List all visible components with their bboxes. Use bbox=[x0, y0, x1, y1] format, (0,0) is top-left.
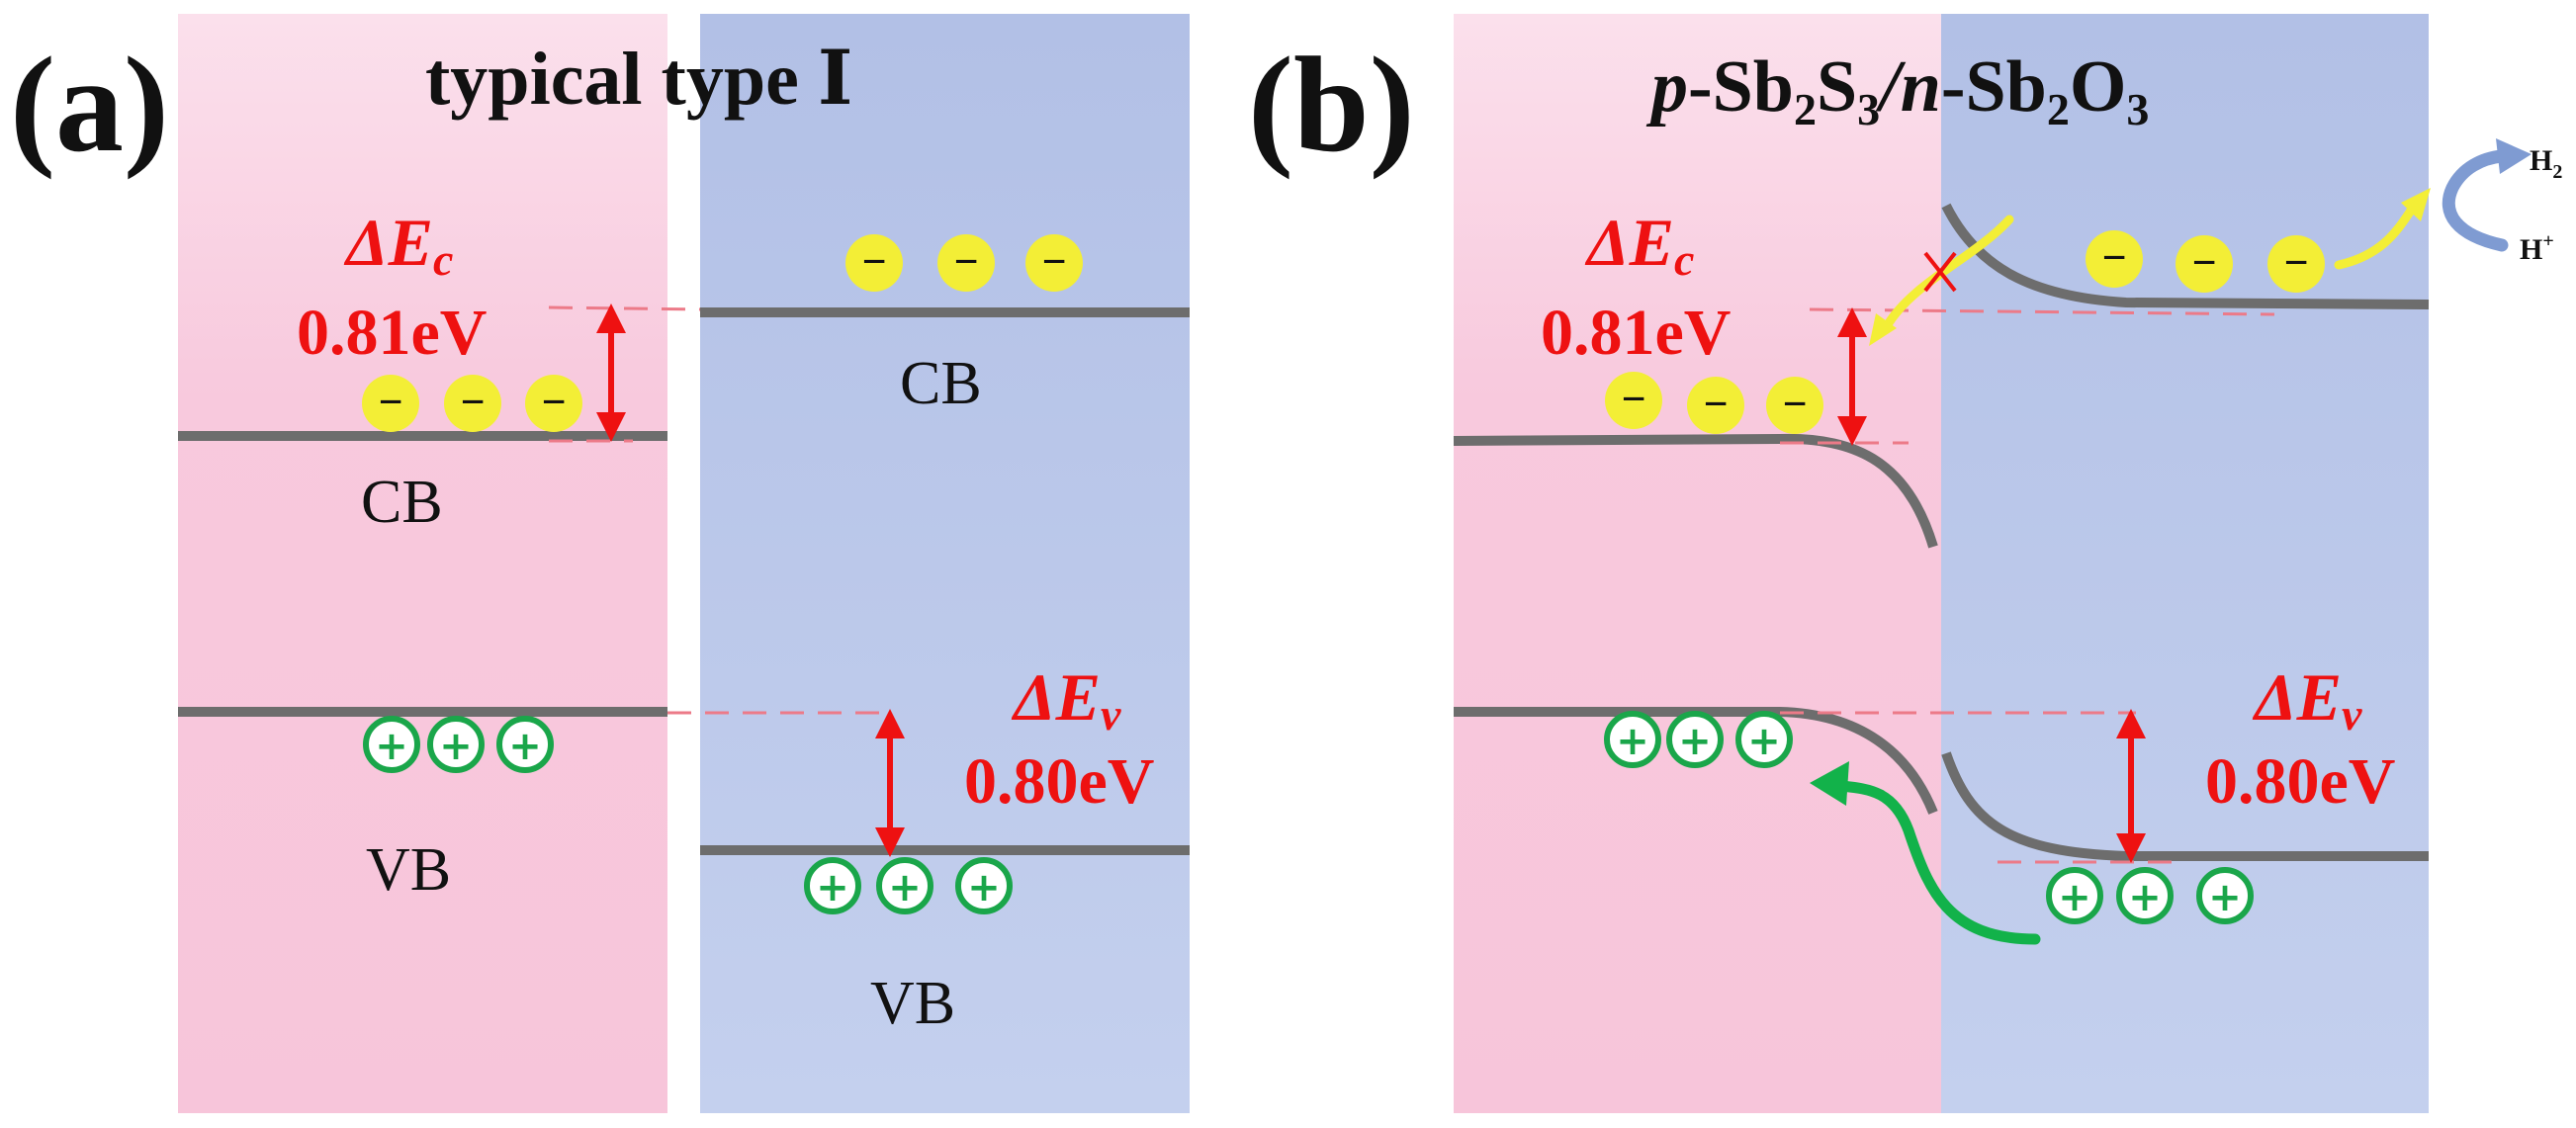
svg-text:−: − bbox=[1041, 237, 1066, 286]
panel-a-delta-ev-value: 0.80eV bbox=[964, 745, 1154, 818]
panel-b-right-electrons: − − − bbox=[2086, 230, 2325, 293]
svg-text:+: + bbox=[2058, 875, 2091, 920]
panel-a: (a) typical type Ⅰ ΔEc 0.81eV ΔEv 0.80eV… bbox=[10, 14, 1190, 1113]
panel-a-n-region bbox=[700, 14, 1190, 1113]
svg-text:−: − bbox=[2101, 233, 2126, 282]
panel-b-delta-ec-label: ΔEc bbox=[1584, 205, 1694, 285]
blocked-x-icon bbox=[1923, 251, 1957, 293]
hole: + bbox=[1735, 711, 1793, 768]
panel-b-electron-transfer-arrowhead bbox=[1869, 313, 1897, 346]
panel-b-left-holes: + + + bbox=[1604, 711, 1793, 768]
panel-b-left-cb-curve bbox=[1453, 433, 1938, 549]
hole: + bbox=[496, 716, 554, 773]
svg-text:−: − bbox=[1782, 380, 1807, 428]
panel-a-title: typical type Ⅰ bbox=[425, 38, 852, 121]
svg-text:−: − bbox=[541, 378, 566, 426]
electron: − bbox=[1687, 377, 1744, 434]
panel-b-delta-ev-value: 0.80eV bbox=[2205, 745, 2395, 818]
panel-b-hydrogen-evolution-arrowhead bbox=[2496, 138, 2532, 174]
panel-b-electron-to-proton-arrow bbox=[2334, 203, 2418, 270]
panel-a-delta-ec-label: ΔEc bbox=[343, 205, 453, 285]
svg-text:+: + bbox=[2128, 875, 2162, 920]
hole: + bbox=[363, 716, 420, 773]
electron: − bbox=[937, 234, 995, 292]
svg-text:+: + bbox=[508, 724, 542, 769]
panel-a-cb-dashed-line bbox=[548, 305, 701, 311]
panel-b-right-holes: + + + bbox=[2046, 867, 2254, 924]
hole: + bbox=[955, 857, 1013, 914]
panel-b-left-electrons: − − − bbox=[1605, 372, 1823, 434]
electron: − bbox=[1766, 377, 1823, 434]
svg-text:−: − bbox=[378, 378, 402, 426]
panel-a-delta-ec-value: 0.81eV bbox=[297, 297, 487, 369]
svg-text:+: + bbox=[439, 724, 473, 769]
panel-a-right-holes: + + + bbox=[804, 857, 1013, 914]
electron: − bbox=[2267, 235, 2325, 293]
panel-b-hole-transfer-arrowhead bbox=[1810, 761, 1849, 806]
electron: − bbox=[1605, 372, 1662, 429]
hole: + bbox=[2116, 867, 2174, 924]
panel-a-delta-ev-label: ΔEv bbox=[1011, 659, 1121, 739]
svg-text:+: + bbox=[1616, 719, 1649, 764]
panel-a-right-cb-label: CB bbox=[900, 350, 982, 417]
electron: − bbox=[2176, 235, 2233, 293]
electron: − bbox=[362, 375, 419, 432]
hole: + bbox=[2196, 867, 2254, 924]
hole: + bbox=[2046, 867, 2103, 924]
electron: − bbox=[444, 375, 501, 432]
panel-b-h2-label: H2 bbox=[2530, 144, 2562, 183]
svg-text:−: − bbox=[2283, 238, 2308, 287]
panel-b-electron-transfer-arrow bbox=[1882, 215, 2014, 331]
panel-b-right-vb-curve bbox=[1941, 751, 2429, 861]
svg-text:+: + bbox=[967, 865, 1001, 911]
panel-b-electron-to-proton-arrowhead bbox=[2401, 188, 2431, 221]
panel-a-right-vb-label: VB bbox=[870, 970, 955, 1037]
hole: + bbox=[427, 716, 485, 773]
panel-b-right-cb-curve bbox=[1941, 203, 2430, 309]
panel-b-h-plus-label: H+ bbox=[2520, 230, 2554, 266]
electron: − bbox=[2086, 230, 2143, 288]
panel-a-left-holes: + + + bbox=[363, 716, 554, 773]
electron: − bbox=[525, 375, 582, 432]
svg-text:+: + bbox=[1678, 719, 1712, 764]
svg-text:+: + bbox=[2208, 875, 2242, 920]
svg-text:−: − bbox=[1621, 375, 1645, 423]
panel-a-left-electrons: − − − bbox=[362, 375, 582, 432]
panel-a-label: (a) bbox=[10, 29, 169, 180]
electron: − bbox=[1025, 234, 1083, 292]
panel-b-label: (b) bbox=[1248, 29, 1415, 180]
svg-text:−: − bbox=[953, 237, 978, 286]
panel-a-p-region bbox=[178, 14, 667, 1113]
panel-a-left-cb-label: CB bbox=[361, 469, 443, 536]
panel-b-delta-ev-label: ΔEv bbox=[2252, 659, 2362, 739]
hole: + bbox=[1666, 711, 1724, 768]
hole: + bbox=[1604, 711, 1661, 768]
panel-a-right-electrons: − − − bbox=[845, 234, 1083, 292]
svg-text:−: − bbox=[1703, 380, 1728, 428]
hole: + bbox=[804, 857, 861, 914]
panel-b-title: p-Sb2S3/n-Sb2O3 bbox=[1645, 46, 2149, 134]
panel-b-cb-dashed-line bbox=[1809, 307, 2275, 316]
svg-text:+: + bbox=[375, 724, 408, 769]
electron: − bbox=[845, 234, 903, 292]
svg-text:+: + bbox=[888, 865, 922, 911]
svg-text:+: + bbox=[1747, 719, 1781, 764]
panel-b-p-region bbox=[1454, 14, 1941, 1113]
panel-b-hydrogen-evolution-arrow bbox=[2442, 149, 2509, 252]
panel-a-left-vb-label: VB bbox=[366, 836, 451, 904]
panel-b-n-region bbox=[1941, 14, 2429, 1113]
svg-text:+: + bbox=[816, 865, 849, 911]
svg-text:−: − bbox=[861, 237, 886, 286]
panel-b-hole-transfer-arrow bbox=[1835, 780, 2041, 945]
svg-text:−: − bbox=[2191, 238, 2216, 287]
panel-b: (b) p-Sb2S3/n-Sb2O3 ΔEc 0.81eV ΔEv 0.80e… bbox=[1248, 14, 2562, 1113]
panel-b-delta-ec-value: 0.81eV bbox=[1541, 297, 1731, 369]
hole: + bbox=[876, 857, 933, 914]
svg-text:−: − bbox=[460, 378, 485, 426]
